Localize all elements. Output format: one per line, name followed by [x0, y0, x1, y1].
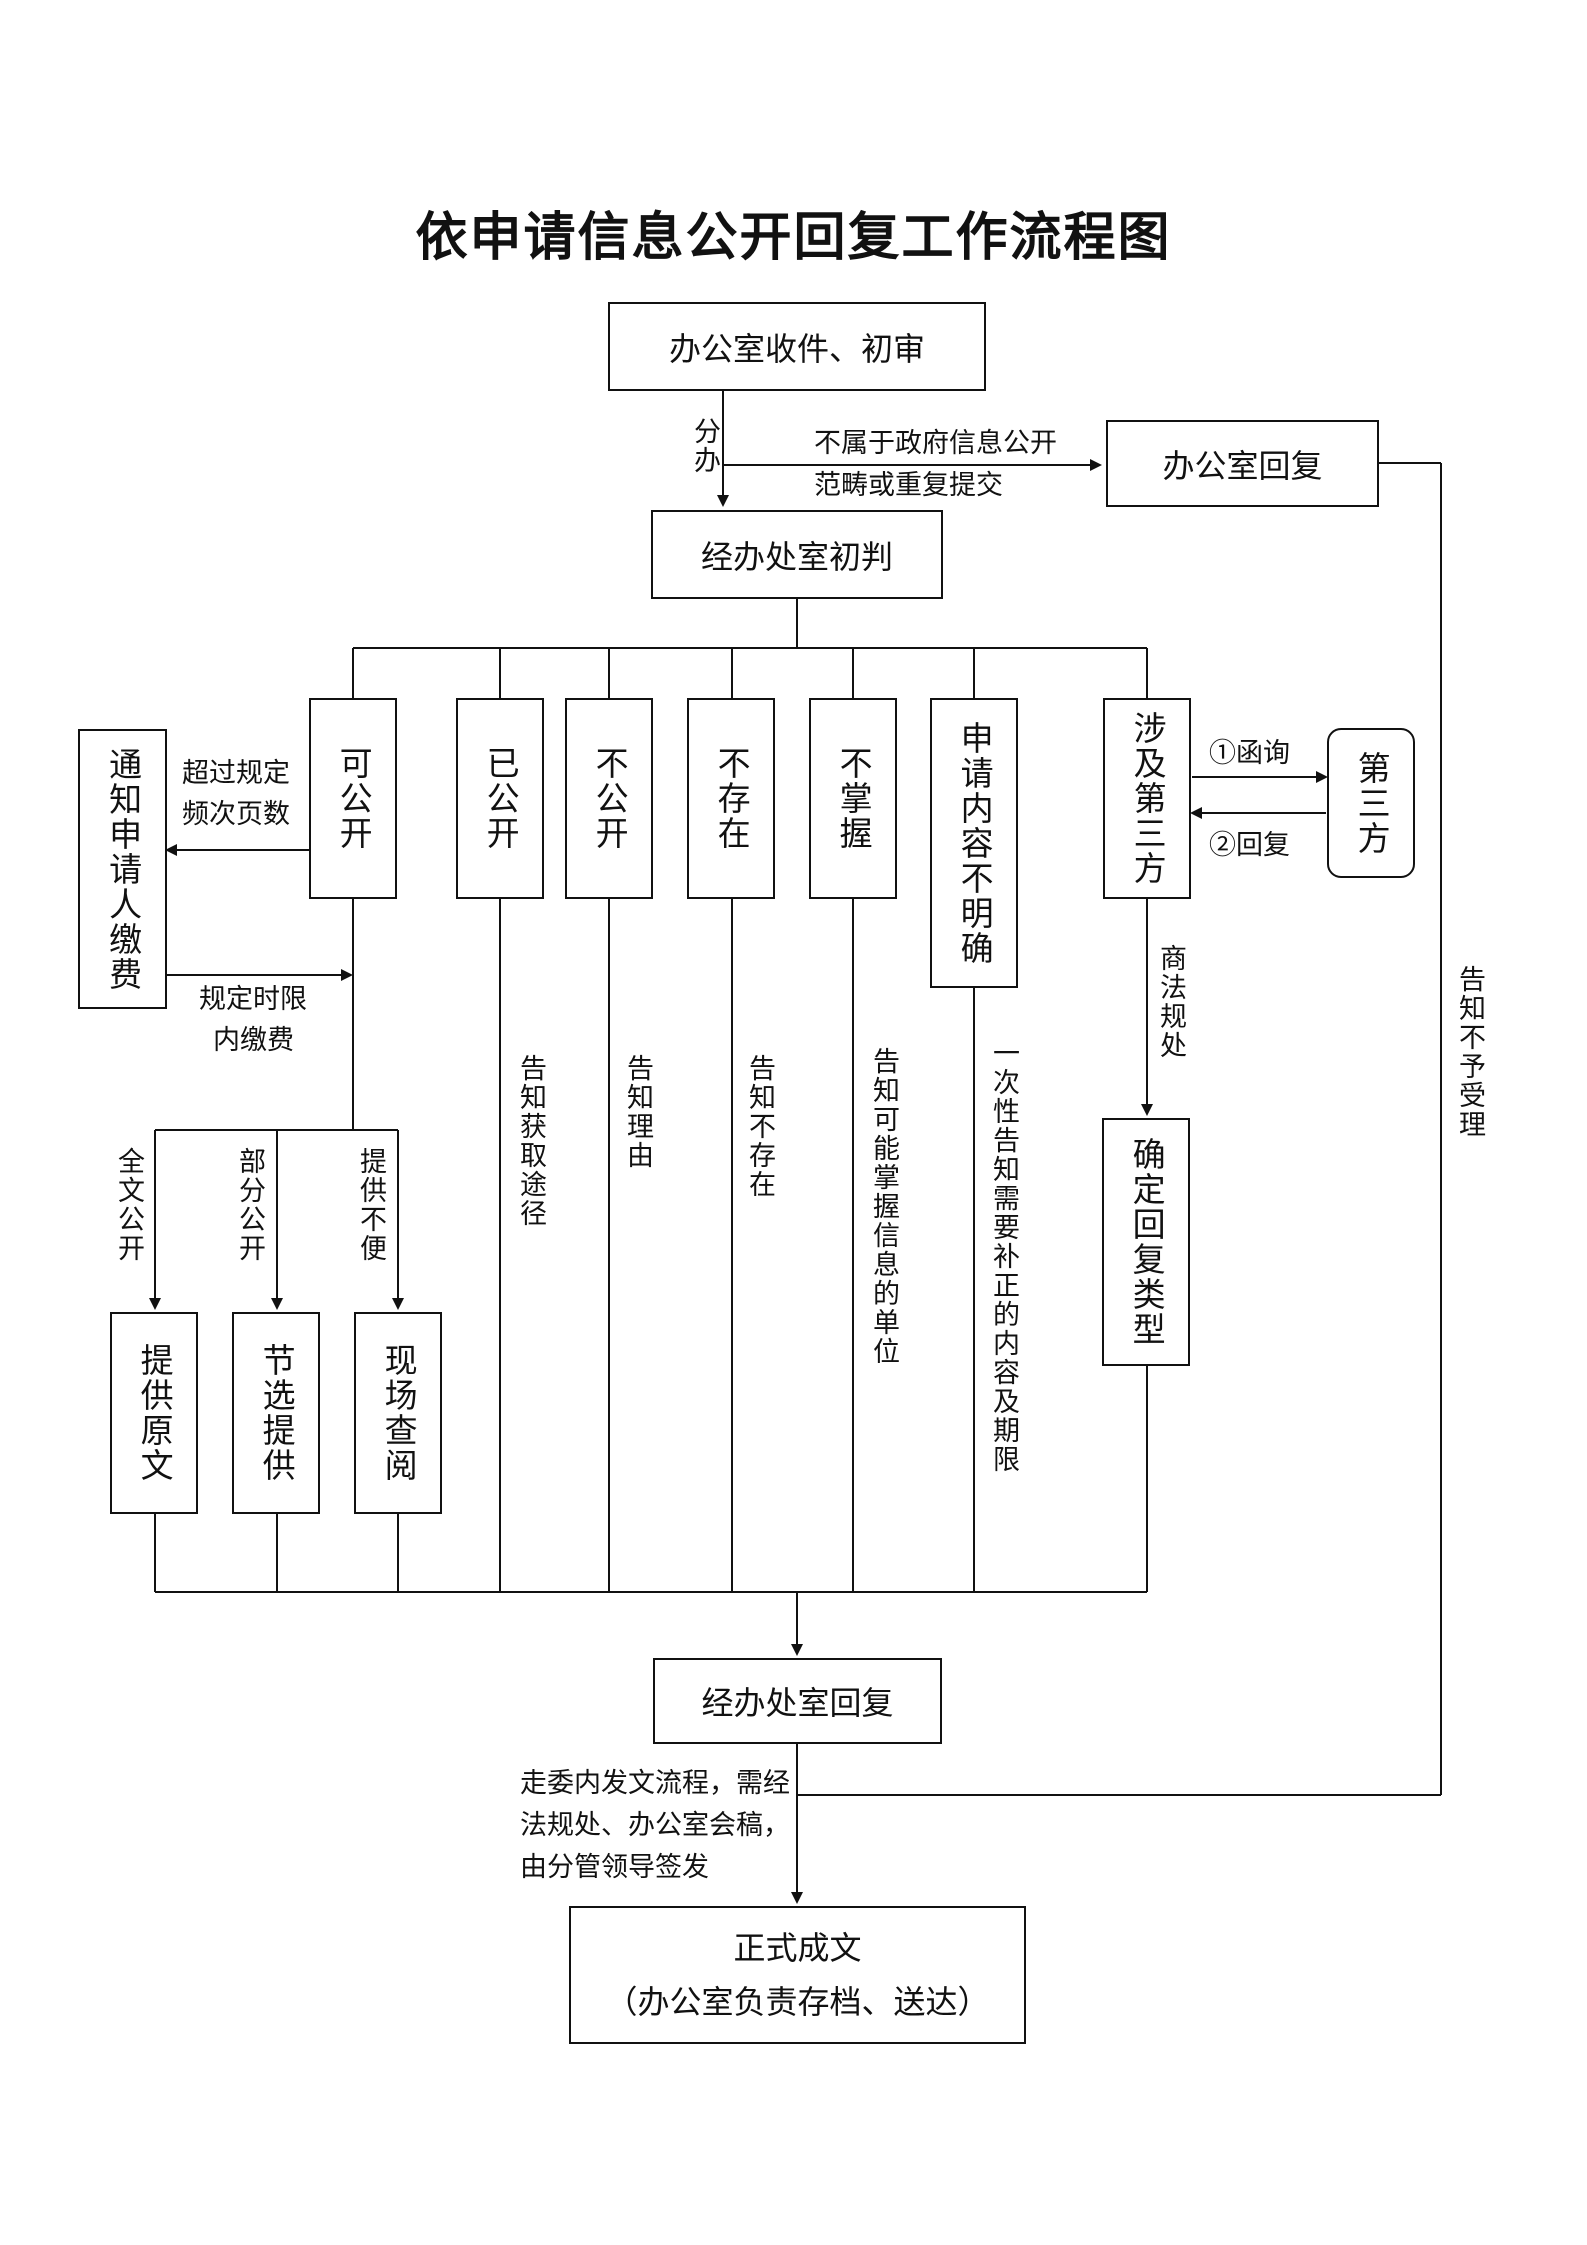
third-text: 第三方 [1352, 750, 1392, 856]
prejudge-box: 经办处室初判 [651, 510, 943, 599]
not-held-text: 不掌握 [834, 746, 874, 851]
way-label: 告知获取途径 [515, 1054, 546, 1228]
consult-label: 商法规处 [1155, 944, 1186, 1060]
onsite-box: 现场查阅 [354, 1312, 442, 1514]
pay-label-2: 内缴费 [213, 1025, 294, 1056]
not-disclose-box: 不公开 [565, 698, 653, 899]
over-limit-label-1: 超过规定 [182, 758, 290, 789]
provide-original-box: 提供原文 [110, 1312, 198, 1514]
partial-disclose-label: 部分公开 [234, 1147, 265, 1263]
reply-label: ②回复 [1209, 830, 1290, 861]
provide-original-text: 提供原文 [135, 1343, 175, 1483]
unclear-text: 申请内容不明确 [955, 720, 995, 966]
unclear-box: 申请内容不明确 [930, 698, 1018, 988]
third-party-text: 涉及第三方 [1128, 711, 1168, 886]
notexist-label: 告知不存在 [744, 1054, 775, 1199]
determine-box: 确定回复类型 [1102, 1118, 1190, 1366]
reason-label: 告知理由 [622, 1054, 653, 1170]
process-label-1: 走委内发文流程，需经 [520, 1768, 790, 1799]
receive-box: 办公室收件、初审 [608, 302, 986, 391]
can-disclose-box: 可公开 [309, 698, 397, 899]
letter-label: ①函询 [1209, 738, 1290, 769]
pay-label-1: 规定时限 [199, 984, 307, 1015]
not-disclose-text: 不公开 [590, 746, 630, 851]
disclosed-text: 已公开 [481, 746, 521, 851]
final-doc-note: （办公室负责存档、送达） [605, 1983, 990, 2021]
notify-fee-box: 通知申请人缴费 [78, 729, 167, 1009]
determine-text: 确定回复类型 [1127, 1137, 1167, 1347]
final-doc-box: 正式成文 （办公室负责存档、送达） [569, 1906, 1026, 2044]
dept-reply-box: 经办处室回复 [653, 1658, 942, 1744]
maybe-label: 告知可能掌握信息的单位 [868, 1047, 899, 1366]
page-title: 依申请信息公开回复工作流程图 [415, 207, 1172, 268]
not-scope-label-2: 范畴或重复提交 [814, 470, 1003, 501]
not-exist-box: 不存在 [687, 698, 775, 899]
not-exist-text: 不存在 [712, 746, 752, 851]
notify-fee-text: 通知申请人缴费 [103, 746, 143, 992]
supplement-label: 一次性告知需要补正的内容及期限 [988, 1039, 1019, 1474]
onsite-text: 现场查阅 [379, 1343, 419, 1483]
excerpt-text: 节选提供 [257, 1343, 297, 1483]
inconvenient-label: 提供不便 [355, 1147, 386, 1263]
third-box: 第三方 [1327, 728, 1415, 878]
fenban-label: 分办 [689, 417, 720, 475]
not-held-box: 不掌握 [809, 698, 897, 899]
not-scope-label-1: 不属于政府信息公开 [814, 428, 1057, 459]
reject-label: 告知不予受理 [1454, 965, 1485, 1139]
office-reply-box: 办公室回复 [1106, 420, 1379, 507]
over-limit-label-2: 频次页数 [182, 799, 290, 830]
can-disclose-text: 可公开 [334, 746, 374, 851]
process-label-2: 法规处、办公室会稿， [520, 1810, 790, 1841]
excerpt-box: 节选提供 [232, 1312, 320, 1514]
third-party-box: 涉及第三方 [1103, 698, 1191, 899]
final-doc-title: 正式成文 [733, 1928, 862, 1967]
full-disclose-label: 全文公开 [113, 1147, 144, 1263]
disclosed-box: 已公开 [456, 698, 544, 899]
process-label-3: 由分管领导签发 [520, 1852, 709, 1883]
